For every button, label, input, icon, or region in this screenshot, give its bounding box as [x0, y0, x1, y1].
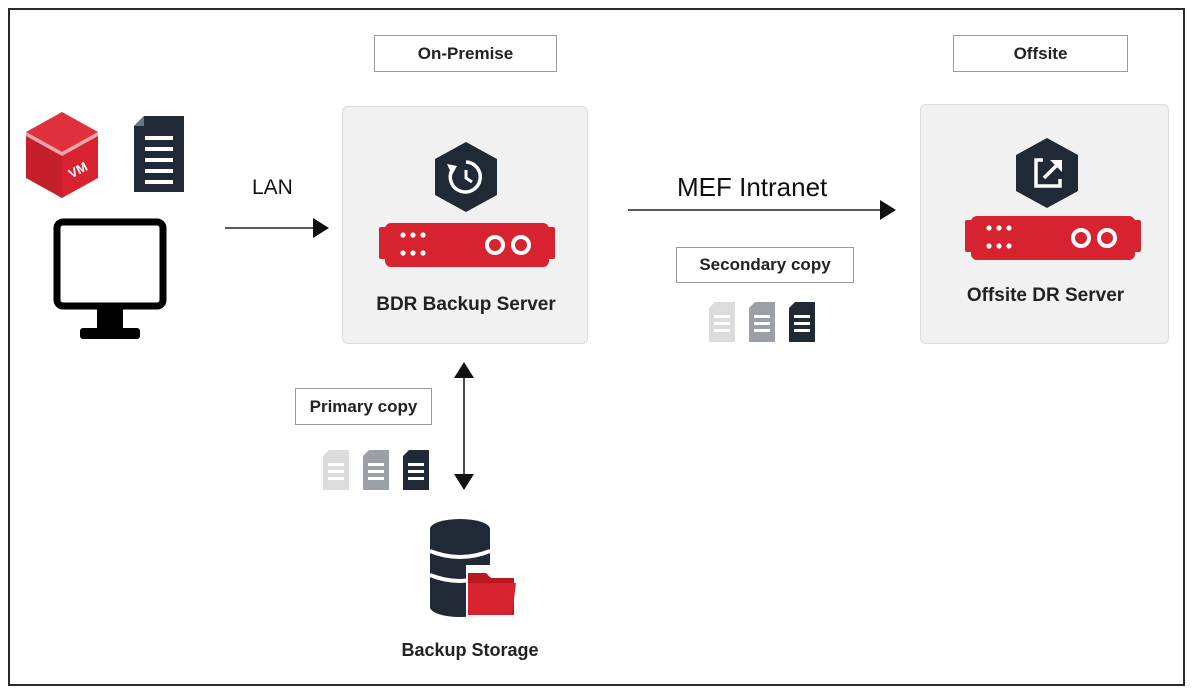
- backup-storage-label: Backup Storage: [401, 640, 539, 660]
- on-premise-label: On-Premise: [374, 35, 557, 72]
- database-folder-icon: [429, 519, 518, 617]
- lan-label: LAN: [252, 176, 293, 199]
- primary-document-copies-icon: [323, 450, 429, 490]
- monitor-icon: [53, 218, 167, 339]
- server-rack-icon: [379, 223, 555, 267]
- mef-intranet-label: MEF Intranet: [677, 172, 828, 202]
- secondary-copy-label: Secondary copy: [676, 247, 854, 283]
- document-icon: [134, 116, 184, 192]
- offsite-server-panel: Offsite DR Server: [920, 104, 1169, 344]
- bdr-server-panel: BDR Backup Server: [342, 106, 588, 344]
- lan-arrow: [225, 218, 329, 238]
- primary-copy-label: Primary copy: [295, 388, 432, 425]
- mef-intranet-arrow: [628, 200, 896, 220]
- offsite-server-label: Offsite DR Server: [966, 285, 1125, 306]
- bdr-server-label: BDR Backup Server: [376, 294, 556, 315]
- export-icon: [1016, 138, 1078, 208]
- backup-restore-icon: [435, 142, 497, 212]
- vm-cube-icon: VM: [26, 112, 98, 198]
- secondary-document-copies-icon: [709, 302, 815, 342]
- offsite-label: Offsite: [953, 35, 1128, 72]
- offsite-server-rack-icon: [965, 216, 1141, 260]
- storage-bidirectional-arrow: [454, 362, 474, 490]
